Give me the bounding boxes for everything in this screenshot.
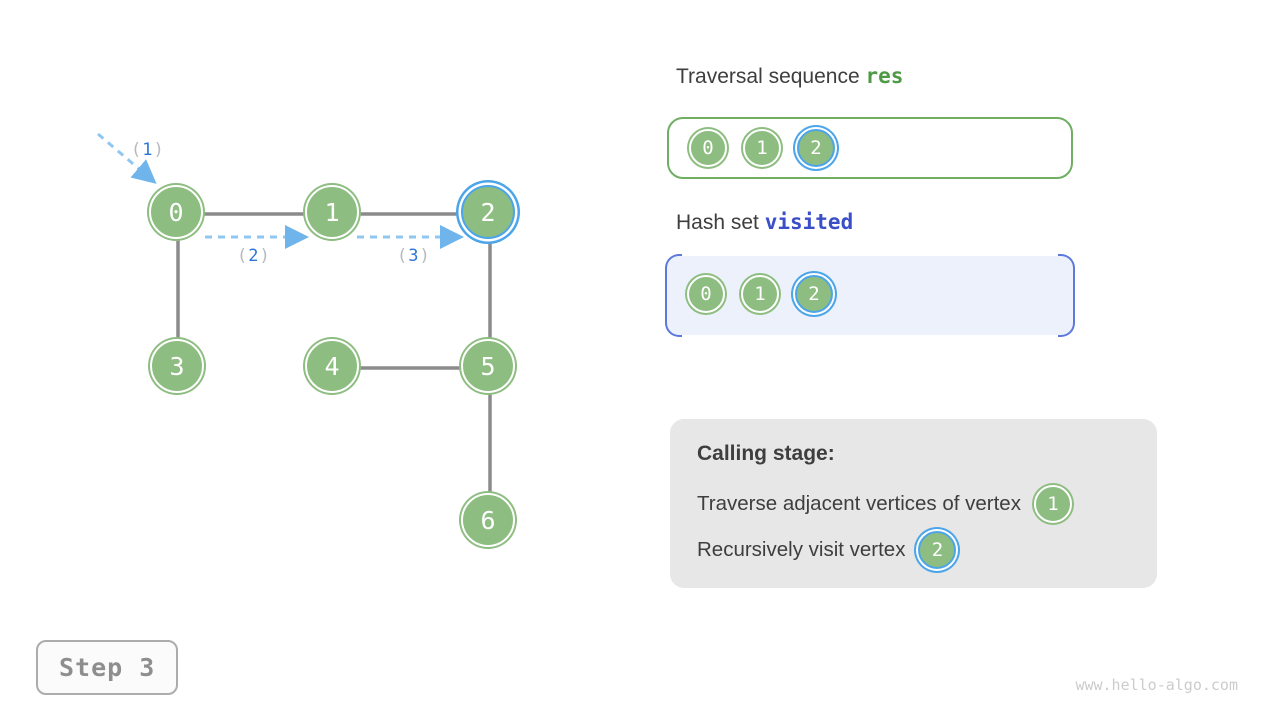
calling-stage-node-2: 2 [918, 531, 957, 569]
arrow-label-paren: ) [419, 246, 431, 266]
arrow-label-paren: ( [131, 140, 143, 160]
visited-item-1: 1 [741, 275, 779, 313]
graph-node-1: 1 [305, 185, 359, 239]
arrow-label-paren: ( [397, 246, 409, 266]
graph-canvas [97, 132, 492, 522]
graph-node-6: 6 [461, 493, 515, 547]
traversal-sequence-title: Traversal sequence res [676, 64, 903, 89]
arrow-label-3: (3) [397, 246, 431, 266]
graph-node-3: 3 [150, 339, 204, 393]
traversal-sequence-label: Traversal sequence [676, 65, 860, 88]
step-badge: Step 3 [36, 640, 179, 695]
graph-node-2: 2 [461, 185, 515, 239]
calling-stage-line-1-text: Traverse adjacent vertices of vertex [697, 492, 1021, 515]
calling-stage-line-2-text: Recursively visit vertex [697, 538, 906, 561]
graph-node-4: 4 [305, 339, 359, 393]
res-item-1: 1 [743, 129, 781, 167]
arrow-label-paren: ) [259, 246, 271, 266]
hash-set-label: Hash set [676, 211, 759, 234]
arrow-label-1: (1) [131, 140, 165, 160]
hash-set-title: Hash set visited [676, 210, 853, 235]
calling-stage-node-1: 1 [1033, 485, 1072, 523]
traversal-arrows [97, 132, 464, 249]
res-item-0: 0 [689, 129, 727, 167]
arrow-label-number: 1 [142, 140, 154, 160]
arrow-label-paren: ( [237, 246, 249, 266]
arrow-label-number: 2 [248, 246, 260, 266]
calling-stage-line-2: Recursively visit vertex 2 [697, 525, 957, 575]
traversal-sequence-box: 0 1 2 [667, 117, 1073, 179]
visited-item-2: 2 [795, 275, 833, 313]
res-code-label: res [865, 64, 904, 88]
arrow-label-paren: ) [153, 140, 165, 160]
visited-code-label: visited [764, 210, 854, 234]
visited-item-0: 0 [687, 275, 725, 313]
graph-node-0: 0 [149, 185, 203, 239]
visited-set-box: 0 1 2 [665, 254, 1075, 337]
res-item-2: 2 [797, 129, 835, 167]
watermark: www.hello-algo.com [1075, 676, 1238, 694]
arrow-label-number: 3 [408, 246, 420, 266]
arrow-label-2: (2) [237, 246, 271, 266]
calling-stage-line-1: Traverse adjacent vertices of vertex 1 [697, 479, 1072, 529]
calling-stage-title: Calling stage: [697, 442, 835, 465]
graph-node-5: 5 [461, 339, 515, 393]
calling-stage-card: Calling stage: Traverse adjacent vertice… [670, 419, 1157, 588]
